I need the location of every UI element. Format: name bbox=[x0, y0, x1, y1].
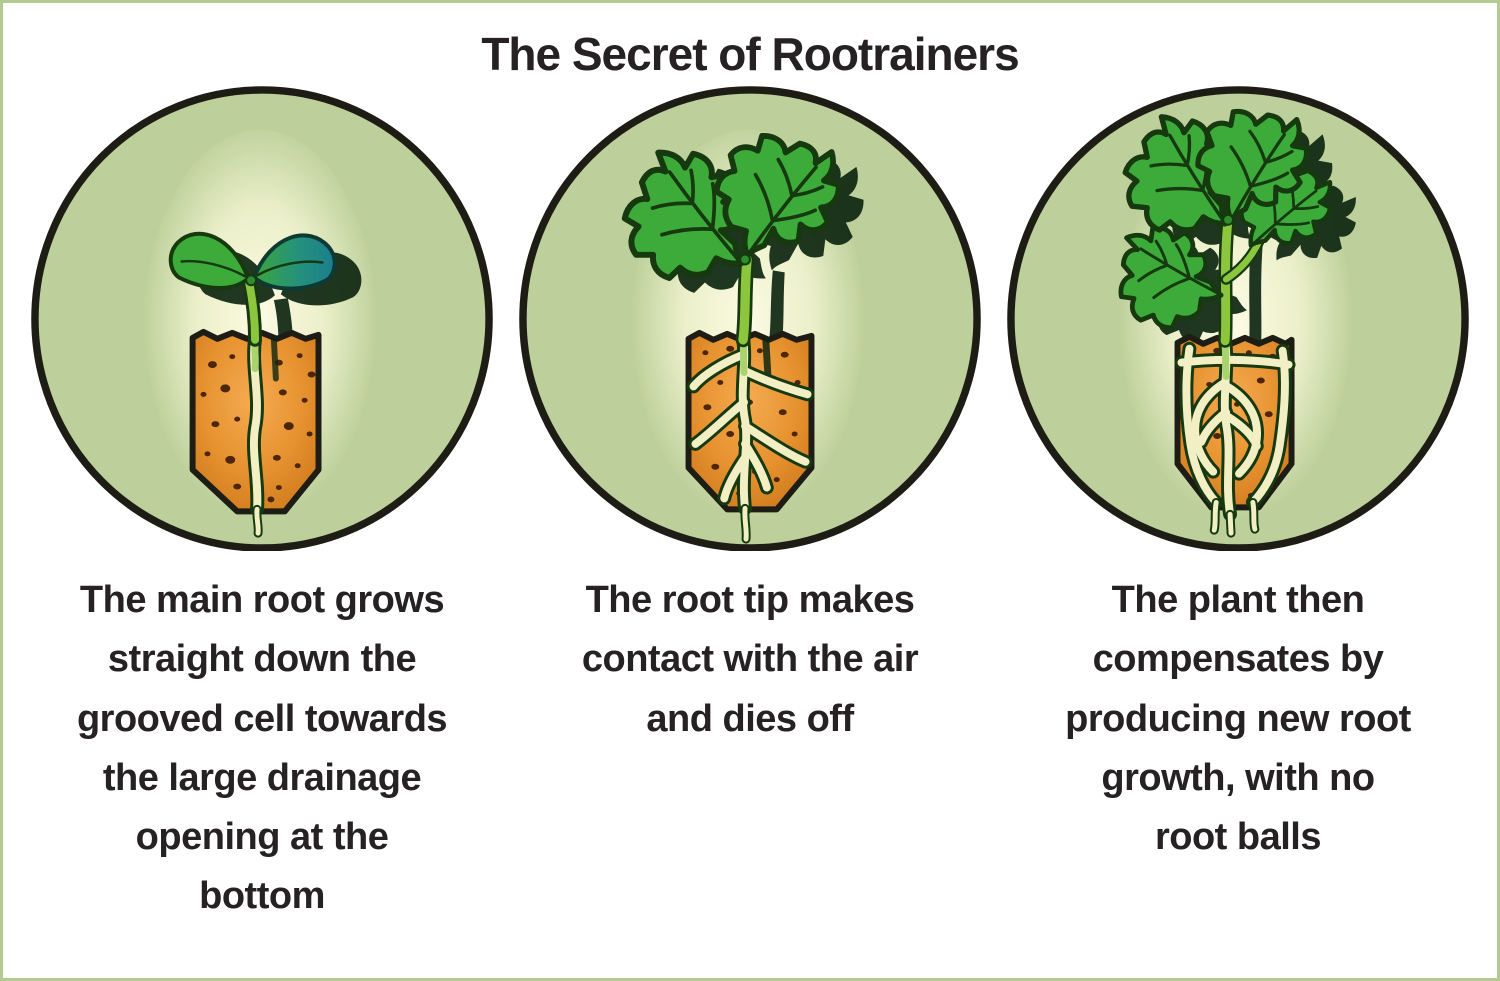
stage-2-caption: The root tip makes contact with the air … bbox=[581, 579, 919, 740]
stage-3-bud bbox=[1222, 213, 1235, 226]
stage-1-seedling bbox=[168, 231, 337, 347]
stage-1-caption: The main root grows straight down the gr… bbox=[76, 579, 448, 918]
stage-3-dense-roots bbox=[1174, 333, 1296, 538]
stages-row: The main root grows straight down the gr… bbox=[3, 85, 1497, 927]
stage-3: The plant then compensates by producing … bbox=[1001, 85, 1475, 927]
stage-2-stem-shadow-on-soil bbox=[762, 337, 772, 378]
stage-2-plant-illustration bbox=[519, 86, 981, 551]
stage-1-stem-shadow-on-soil bbox=[270, 336, 279, 382]
stage-1-main-root bbox=[246, 331, 265, 538]
stage-3-caption: The plant then compensates by producing … bbox=[1065, 579, 1411, 859]
stage-3-plant-illustration bbox=[1007, 85, 1469, 551]
stage-1: The main root grows straight down the gr… bbox=[25, 85, 499, 927]
stage-3-plant bbox=[1094, 85, 1349, 349]
stage-1-left-leaf bbox=[168, 231, 251, 290]
stage-2-bud bbox=[739, 253, 751, 266]
stage-1-bud bbox=[245, 274, 258, 287]
diagram-title: The Secret of Rootrainers bbox=[481, 28, 1019, 80]
stage-2: The root tip makes contact with the air … bbox=[513, 85, 987, 927]
stage-2-plant-shadow bbox=[619, 119, 889, 351]
stage-1-seedling-illustration bbox=[31, 86, 493, 551]
stage-2-plant bbox=[595, 104, 863, 348]
stage-2-roots bbox=[686, 331, 815, 544]
stage-1-soil-speckles bbox=[200, 353, 316, 503]
